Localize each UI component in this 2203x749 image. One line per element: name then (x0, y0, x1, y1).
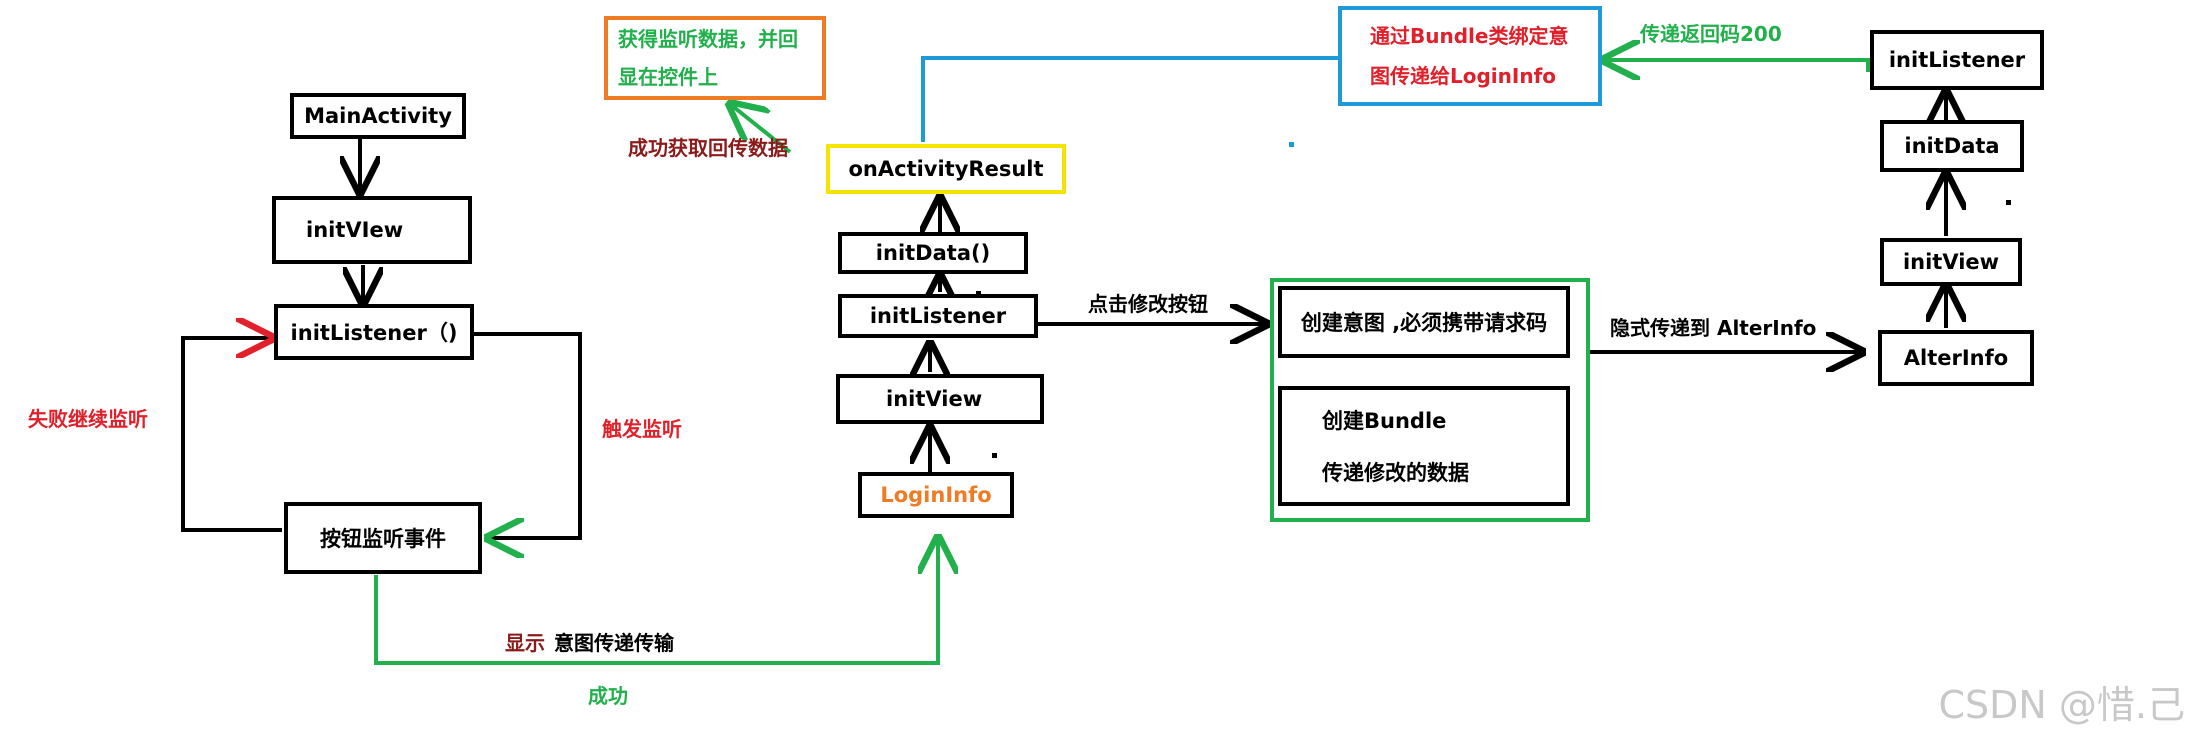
label-click-modify: 点击修改按钮 (1088, 292, 1208, 316)
node-display-box: 获得监听数据，并回显在控件上 (604, 16, 826, 100)
dot-2 (2006, 200, 2011, 205)
line-trigger-loop (474, 332, 582, 538)
blue-dot (1289, 142, 1294, 147)
label-got-result: 成功获取回传数据 (628, 136, 788, 160)
node-on-activity-result: onActivityResult (826, 144, 1066, 194)
label-fail-continue: 失败继续监听 (28, 407, 148, 431)
dot-1 (992, 453, 997, 458)
label-show: 显示 (505, 631, 545, 655)
node-init-view-2: initView (836, 374, 1044, 424)
node-bundle-box: 通过Bundle类绑定意图传递给LoginInfo (1338, 6, 1602, 106)
intent-group (1270, 278, 1590, 522)
node-alter-info: AlterInfo (1878, 330, 2034, 386)
line-bundle-to-result (921, 56, 1340, 142)
pass-data-text: 传递修改的数据 (1322, 461, 1469, 485)
node-init-data-2: initData (1880, 120, 2024, 172)
bundle-box-text: 通过Bundle类绑定意图传递给LoginInfo (1370, 24, 1569, 88)
node-create-bundle: 创建Bundle 传递修改的数据 (1278, 386, 1570, 506)
line-fail-loop (181, 338, 282, 532)
node-create-intent: 创建意图 ,必须携带请求码 (1278, 286, 1570, 358)
display-box-text: 获得监听数据，并回显在控件上 (618, 27, 798, 89)
label-intent-transfer: 意图传递传输 (554, 631, 674, 655)
label-implicit: 隐式传递到 AlterInfo (1610, 316, 1817, 340)
node-init-view-3: initView (1880, 238, 2022, 286)
dot-3 (976, 291, 981, 296)
line-return-code (1604, 60, 1870, 72)
node-init-listener: initListener（) (274, 304, 474, 360)
node-login-info: LoginInfo (858, 472, 1014, 518)
node-init-listener-2: initListener (838, 294, 1038, 338)
watermark: CSDN @惜.己 (1938, 683, 2186, 727)
label-return-code: 传递返回码200 (1640, 22, 1782, 46)
label-success: 成功 (588, 684, 628, 708)
node-button-event: 按钮监听事件 (284, 502, 482, 574)
node-main-activity: MainActivity (290, 93, 466, 139)
create-bundle-text: 创建Bundle (1322, 409, 1447, 433)
node-init-data: initData() (838, 232, 1028, 274)
line-success-path (374, 538, 938, 665)
arrow-result-to-display (730, 104, 792, 154)
label-trigger: 触发监听 (602, 417, 682, 441)
node-init-listener-3: initListener (1870, 30, 2044, 90)
node-init-view: initVIew (272, 196, 472, 264)
